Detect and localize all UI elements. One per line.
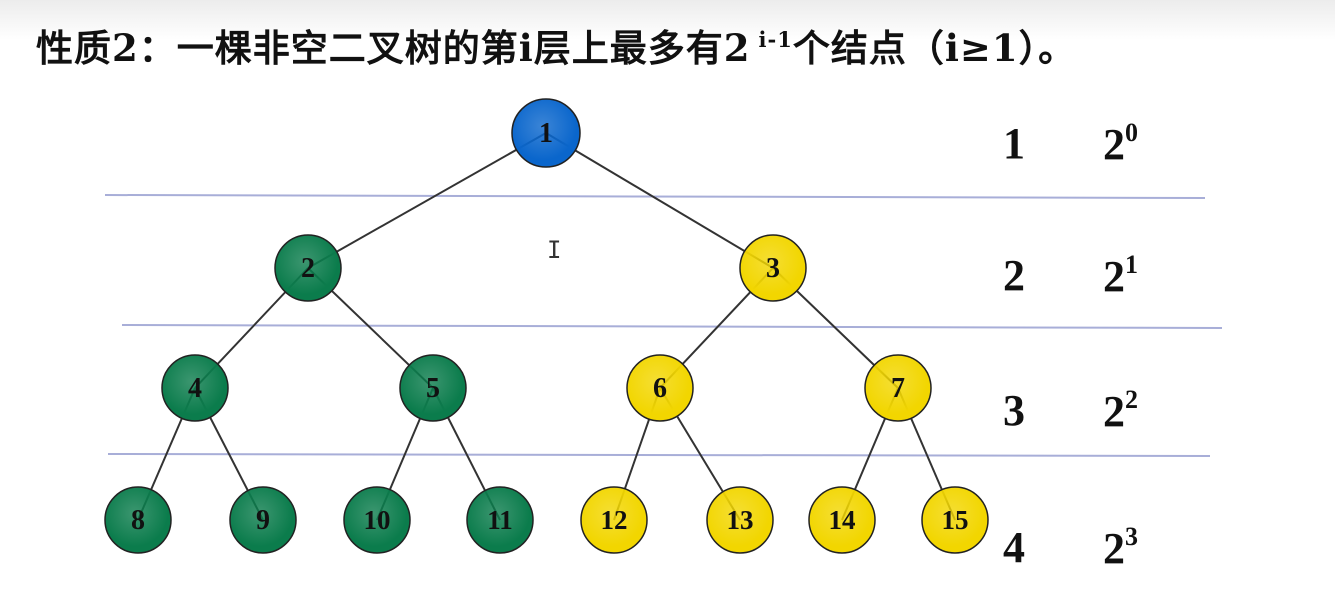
level-max-nodes: 21 <box>1103 250 1138 302</box>
tree-node-9 <box>229 486 297 554</box>
tree-node-1 <box>511 98 581 168</box>
power-exponent: 3 <box>1125 522 1138 551</box>
tree-node-label: 7 <box>891 373 905 404</box>
tree-node-label: 10 <box>364 505 391 535</box>
power-exponent: 0 <box>1125 118 1138 147</box>
tree-node-label: 1 <box>539 118 553 149</box>
power-exponent: 1 <box>1125 250 1138 279</box>
tree-node-5 <box>399 354 467 422</box>
level-number: 2 <box>1003 251 1025 300</box>
tree-node-12 <box>580 486 648 554</box>
tree-node-2 <box>274 234 342 302</box>
tree-node-label: 6 <box>653 373 667 404</box>
tree-node-11 <box>466 486 534 554</box>
tree-node-label: 4 <box>188 373 202 404</box>
tree-edge <box>545 132 774 269</box>
power-base: 2 <box>1103 524 1125 573</box>
tree-node-label: 15 <box>942 505 969 535</box>
tree-node-label: 8 <box>131 505 145 536</box>
tree-node-label: 2 <box>301 253 315 284</box>
tree-node-15 <box>921 486 989 554</box>
level-separator-line <box>107 453 1211 457</box>
level-number: 1 <box>1003 119 1025 168</box>
tree-node-label: 9 <box>256 505 270 536</box>
tree-node-label: 5 <box>426 373 440 404</box>
tree-node-6 <box>626 354 694 422</box>
tree-node-8 <box>104 486 172 554</box>
level-max-nodes: 22 <box>1103 385 1138 437</box>
tree-node-14 <box>808 486 876 554</box>
tree-node-3 <box>739 234 807 302</box>
level-max-nodes: 23 <box>1103 522 1138 574</box>
power-base: 2 <box>1103 387 1125 436</box>
level-number: 3 <box>1003 386 1025 435</box>
tree-node-7 <box>864 354 932 422</box>
level-number: 4 <box>1003 523 1025 572</box>
slide-title: 性质2：一棵非空二叉树的第i层上最多有2 i-1个结点（i≥1）。 <box>36 18 1076 72</box>
tree-node-label: 13 <box>727 505 754 535</box>
tree-node-10 <box>343 486 411 554</box>
power-base: 2 <box>1103 120 1125 169</box>
level-max-nodes: 20 <box>1103 118 1138 170</box>
title-text: 性质2：一棵非空二叉树的第i层上最多有2 <box>36 26 751 70</box>
tree-node-label: 3 <box>766 253 780 284</box>
level-separator-line <box>104 194 1206 199</box>
tree-node-label: 12 <box>601 505 628 535</box>
tree-node-4 <box>161 354 229 422</box>
tree-edge <box>307 132 547 269</box>
title-exponent: i-1 <box>758 27 793 52</box>
power-exponent: 2 <box>1125 385 1138 414</box>
tree-node-label: 14 <box>829 505 856 535</box>
level-separator-line <box>121 324 1223 329</box>
title-suffix: 个结点（i≥1）。 <box>792 26 1077 70</box>
tree-node-label: 11 <box>487 505 513 535</box>
tree-node-13 <box>706 486 774 554</box>
text-cursor-icon: I <box>547 236 562 264</box>
power-base: 2 <box>1103 252 1125 301</box>
